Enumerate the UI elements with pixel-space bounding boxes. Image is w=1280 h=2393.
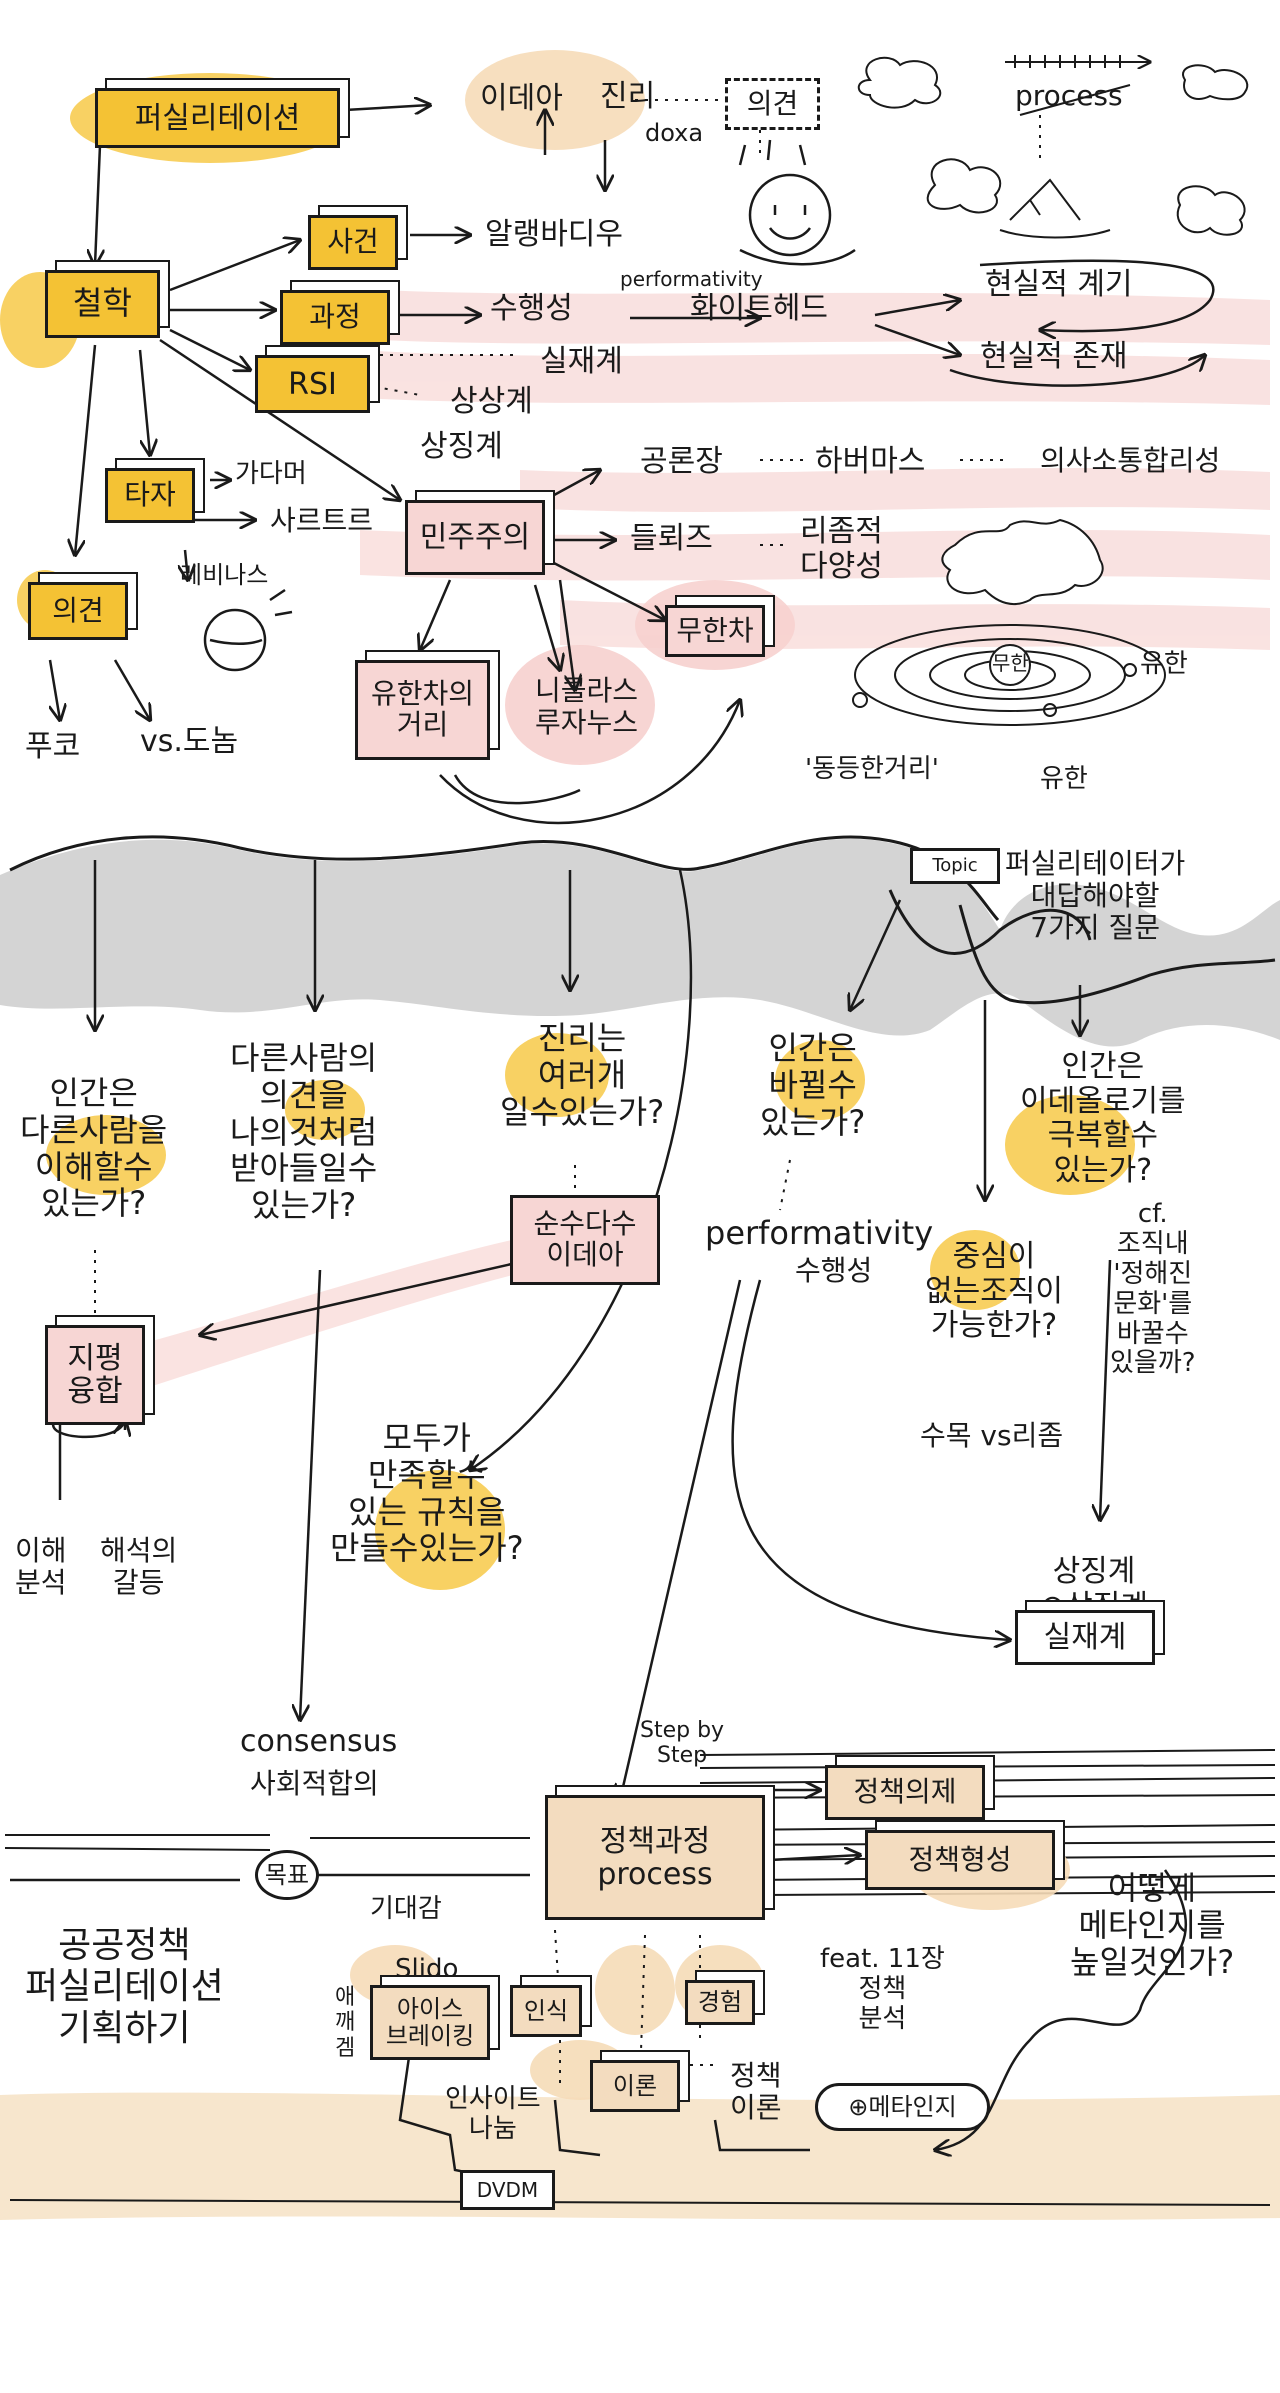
smiley-icon [738,139,856,266]
metacognition-bubble: ⊕메타인지 [815,2083,990,2131]
policy-agenda-box: 정책의제 [825,1765,985,1820]
philosophy-box: 철학 [45,270,160,338]
process-arrow [1005,55,1150,116]
arbor-rhizome-label: 수목 vs리좀 [920,1419,1064,1452]
process-box: 과정 [280,290,390,345]
step-by-step-label: Step by Step [640,1718,725,1769]
opinion-bubble: 의견 [725,78,820,130]
slido-label: Slido [395,1954,459,1984]
theory-box: 이론 [590,2060,680,2112]
finite-distance-box: 유한차의 거리 [355,660,490,760]
goal-circle: 목표 [255,1850,319,1900]
experience-box: 경험 [685,1980,755,2025]
levinas-label: 레비나스 [180,561,269,589]
imaginary-label: 상상계 [450,384,533,419]
whitehead-label: 화이트헤드 [690,291,828,326]
cf-note: cf. 조직내 '정해진 문화'를 바꿀수 있을까? [1110,1199,1196,1379]
finite-right-label: 유한 [1140,649,1188,679]
process-label: process [1015,79,1123,112]
deliberation-label: 의사소통합리성 [1040,444,1221,477]
real-box: 실재계 [1015,1610,1155,1665]
performativity-kr-top: 수행성 [490,291,573,326]
cloud-icons [857,56,1249,236]
consensus-label: consensus [240,1724,398,1759]
public-sphere-label: 공론장 [640,444,723,479]
policy-process-box: 정책과정 process [545,1795,765,1920]
understand-label: 이해 분석 [15,1534,67,1600]
policy-theory-label: 정책 이론 [730,2059,782,2125]
question-2: 다른사람의 의견을 나의것처럼 받아들일수 있는가? [230,1039,378,1225]
event-box: 사건 [308,215,398,270]
topic-title: 퍼실리테이터가 대답해야할 7가지 질문 [1005,847,1186,945]
pink-bands [120,290,1270,1390]
question-3: 진리는 여러개 일수있는가? [500,1019,665,1131]
lightbulb-face-icon [203,588,293,672]
policy-formation-box: 정책형성 [865,1830,1055,1890]
gray-ridge-line [9,835,1000,922]
finite-bottom-label: 유한 [1040,764,1088,794]
truth-label: 진리 [600,79,656,114]
rsi-box: RSI [255,355,370,413]
real-label-top: 실재계 [540,344,623,379]
rhizome-label: 리좀적 다양성 [800,514,883,584]
symbolic-label-top: 상징계 [420,429,503,464]
conflict-label: 해석의 갈등 [100,1534,178,1600]
center-infinite-label: 무한 [992,651,1029,675]
topic-tag: Topic [910,848,1000,884]
actual-entity-label: 현실적 존재 [980,339,1128,374]
cognition-box: 인식 [510,1985,582,2037]
iceberg-icon [999,178,1111,239]
sartre-label: 사르트르 [270,504,374,537]
insight-label: 인사이트 나눔 [445,2084,541,2144]
performativity-kr-mid: 수행성 [795,1254,873,1287]
idea-label: 이데아 [480,81,563,116]
fungi-label: 푸코 [25,729,81,764]
performativity-label-top: performativity [620,267,763,291]
nicolas-label: 니콜라스 루자누스 [535,674,639,740]
other-box: 타자 [105,468,195,523]
vs-dom-label: vs.도놈 [140,724,239,759]
connector-arrows [10,105,1112,1880]
how-meta-label: 어떻게 메타인지를 높일것인가? [1070,1869,1235,1981]
social-agreement-label: 사회적합의 [250,1767,379,1800]
public-policy-title: 공공정책 퍼실리테이션 기획하기 [25,1925,224,2049]
democracy-box: 민주주의 [405,500,545,575]
gray-ridge-line-right [958,904,1276,1005]
horizon-fusion-box: 지평 융합 [45,1325,145,1425]
performativity-label-mid: performativity [705,1214,934,1252]
dvdm-box: DVDM [460,2170,555,2210]
equal-distance-label: '동등한거리' [805,754,939,784]
question-1: 인간은 다른사람을 이해할수 있는가? [20,1074,168,1223]
question-7: 인간은 이데올로기를 극복할수 있는가? [1020,1049,1186,1188]
topic-ridge [888,889,1092,955]
gadamer-label: 가다머 [235,459,307,489]
orbit-diagram [852,624,1166,726]
tan-band-line [9,2199,1271,2206]
habermas-label: 하버마스 [815,444,926,479]
question-5: 인간은 바뀔수 있는가? [760,1029,866,1141]
ice-side-label: 애 깨 겜 [335,1985,356,2061]
rhizome-map-icon [941,518,1104,606]
facilitation-box: 퍼실리테이션 [95,88,340,148]
ice-breaking-box: 아이스 브레이킹 [370,1985,490,2060]
question-4: 모두가 만족할수 있는 규칙을 만들수있는가? [330,1419,524,1568]
question-6: 중심이 없는조직이 가능한가? [925,1239,1063,1343]
infinity-box: 무한차 [665,605,765,657]
actual-occasion-label: 현실적 계기 [985,267,1133,302]
feat-label: feat. 11장 정책 분석 [820,1944,945,2034]
deleuze-label: 들뢰즈 [630,521,713,556]
opinion-box: 의견 [28,582,128,640]
alain-badiou-label: 알랭바디우 [485,217,623,252]
doxa-label: doxa [645,119,704,147]
expectation-label: 기대감 [370,1894,442,1924]
pure-many-idea-box: 순수다수 이데아 [510,1195,660,1285]
